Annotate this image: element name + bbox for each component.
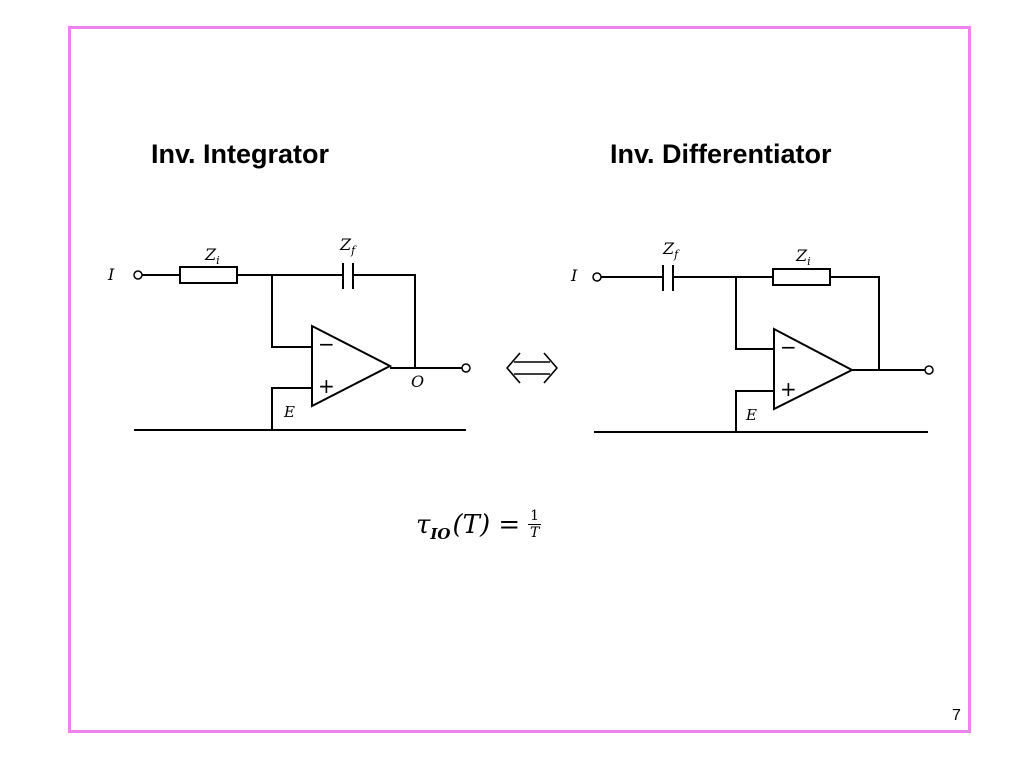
integrator-capacitor — [342, 263, 354, 289]
differentiator-feedback-wire — [830, 276, 880, 370]
integrator-output-terminal — [461, 363, 471, 373]
integrator-circuit — [133, 263, 471, 431]
differentiator-capacitor-z: Z — [663, 239, 675, 258]
integrator-resistor-z: Z — [205, 245, 217, 264]
formula-fraction: 1 T — [528, 508, 542, 541]
integrator-resistor-label: Zi — [205, 245, 220, 267]
differentiator-input-label: I — [571, 266, 578, 285]
differentiator-capacitor-label: Zf — [663, 239, 678, 261]
page-number: 7 — [952, 707, 961, 724]
formula-numerator: 1 — [528, 508, 542, 525]
formula-argument: (T) = — [452, 509, 521, 540]
differentiator-input-terminal — [592, 272, 602, 282]
integrator-capacitor-label: Zf — [340, 235, 355, 257]
integrator-resistor — [179, 266, 238, 284]
differentiator-output-terminal — [924, 365, 934, 375]
differentiator-title: Inv. Differentiator — [610, 139, 832, 169]
slide-frame — [68, 26, 971, 733]
differentiator-plus-sign: + — [780, 377, 797, 401]
integrator-output-label: O — [411, 372, 425, 391]
integrator-ground-label: E — [284, 403, 295, 421]
integrator-feedback-wire — [271, 274, 416, 368]
formula-denominator: T — [529, 525, 540, 541]
integrator-input-label: I — [108, 265, 115, 284]
integrator-op-amp — [311, 324, 393, 408]
differentiator-capacitor-sub: f — [674, 248, 679, 261]
integrator-plus-sign: + — [318, 374, 335, 398]
integrator-resistor-sub: i — [216, 254, 220, 267]
differentiator-junction-wire — [673, 276, 774, 350]
differentiator-resistor — [772, 268, 831, 286]
formula-tau: τ — [416, 509, 431, 540]
differentiator-ground-label: E — [746, 406, 757, 424]
differentiator-resistor-label: Zi — [796, 246, 811, 268]
differentiator-op-amp — [773, 327, 855, 411]
integrator-ground-wire — [134, 387, 466, 431]
differentiator-ground-wire — [594, 390, 928, 433]
differentiator-resistor-sub: i — [807, 255, 811, 268]
integrator-capacitor-sub: f — [351, 244, 356, 257]
formula-subscript: IO — [430, 524, 451, 543]
integrator-minus-sign: − — [318, 332, 335, 356]
differentiator-circuit — [592, 265, 934, 433]
differentiator-capacitor — [662, 265, 674, 291]
integrator-capacitor-z: Z — [340, 235, 352, 254]
differentiator-minus-sign: − — [780, 335, 797, 359]
left-right-double-arrow-icon — [506, 352, 558, 384]
integrator-input-terminal — [133, 270, 143, 280]
integrator-title: Inv. Integrator — [151, 139, 330, 169]
differentiator-resistor-z: Z — [796, 246, 808, 265]
